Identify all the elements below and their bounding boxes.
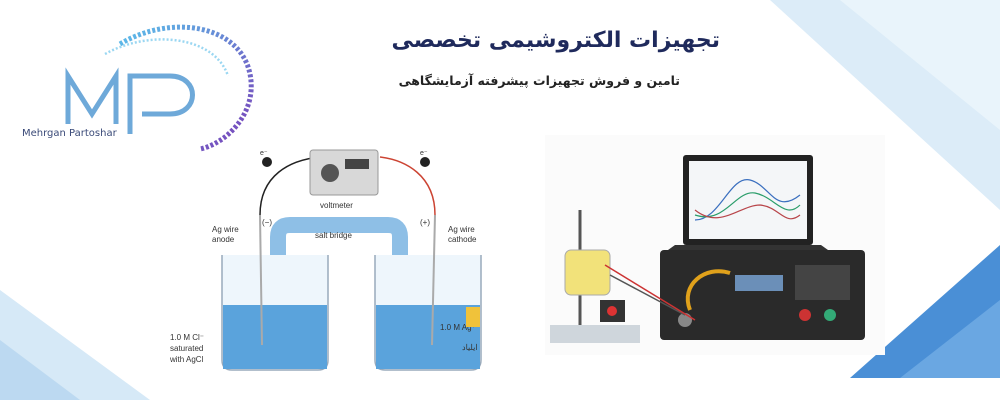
instrument-keypad	[795, 265, 850, 300]
deco-triangle-bottom-left-2	[0, 340, 80, 400]
right-solution-label: 1.0 M Ag⁺	[440, 323, 476, 332]
page-title: تجهیزات الکتروشیمی تخصصی	[391, 28, 720, 53]
logo-swirl	[118, 24, 254, 152]
right-solution	[376, 305, 480, 369]
left-sign: (−)	[262, 218, 272, 227]
salt-bridge-label: salt bridge	[315, 231, 352, 240]
left-solution-label-3: with AgCl	[170, 355, 204, 364]
page-subtitle: تامین و فروش تجهیزات پیشرفته آزمایشگاهی	[398, 73, 680, 88]
galvanic-cell-diagram: e⁻ e⁻ voltmeter salt bridge (−) (+) Ag w…	[170, 149, 482, 371]
left-solution	[223, 305, 327, 369]
left-solution-label-2: saturated	[170, 344, 203, 353]
logo-letter-p	[127, 73, 195, 134]
anode-label-2: anode	[212, 235, 235, 244]
anode-wire	[259, 214, 263, 346]
anode-label-1: Ag wire	[212, 225, 239, 234]
right-sign: (+)	[420, 218, 430, 227]
voltmeter-label: voltmeter	[320, 201, 353, 210]
cell-vessel	[564, 249, 611, 296]
logo-swirl-inner	[104, 38, 230, 77]
instrument-lcd	[735, 275, 783, 291]
potentiostat-illustration	[545, 135, 885, 355]
cable-1	[609, 274, 686, 316]
electron-left-label: e⁻	[260, 150, 268, 157]
cathode-label-1: Ag wire	[448, 225, 475, 234]
instrument-knob-1	[678, 313, 692, 327]
cathode-label-2: cathode	[448, 235, 477, 244]
voltmeter-body	[309, 149, 379, 196]
laptop-display	[689, 161, 807, 239]
watermark-badge	[466, 307, 480, 327]
instrument-logo-arc	[685, 269, 731, 311]
deco-triangle-top-right-2	[840, 0, 1000, 130]
cv-curve-1	[694, 179, 801, 221]
electron-right-marker	[420, 157, 430, 167]
salt-bridge	[270, 217, 408, 325]
voltmeter-display	[345, 159, 369, 169]
cv-curve-3	[694, 204, 801, 220]
watermark-text: ایلیاد	[462, 343, 478, 352]
electron-right-label: e⁻	[420, 150, 428, 157]
stirrer-dial	[607, 306, 617, 316]
right-wire	[379, 156, 436, 216]
cable-2	[604, 264, 696, 321]
stand-base	[550, 325, 640, 343]
brand-name: Mehrgan Partoshar	[22, 128, 117, 139]
logo-letter-m	[65, 67, 119, 124]
cathode-wire	[431, 214, 436, 346]
electron-left-marker	[262, 157, 272, 167]
left-solution-label-1: 1.0 M Cl⁻	[170, 333, 204, 342]
cv-curve-2	[694, 192, 801, 218]
voltmeter-dial	[321, 164, 339, 182]
instrument-knob-2	[799, 309, 811, 321]
instrument-knob-3	[824, 309, 836, 321]
deco-triangle-bottom-right-light	[900, 300, 1000, 378]
company-logo	[65, 24, 254, 152]
